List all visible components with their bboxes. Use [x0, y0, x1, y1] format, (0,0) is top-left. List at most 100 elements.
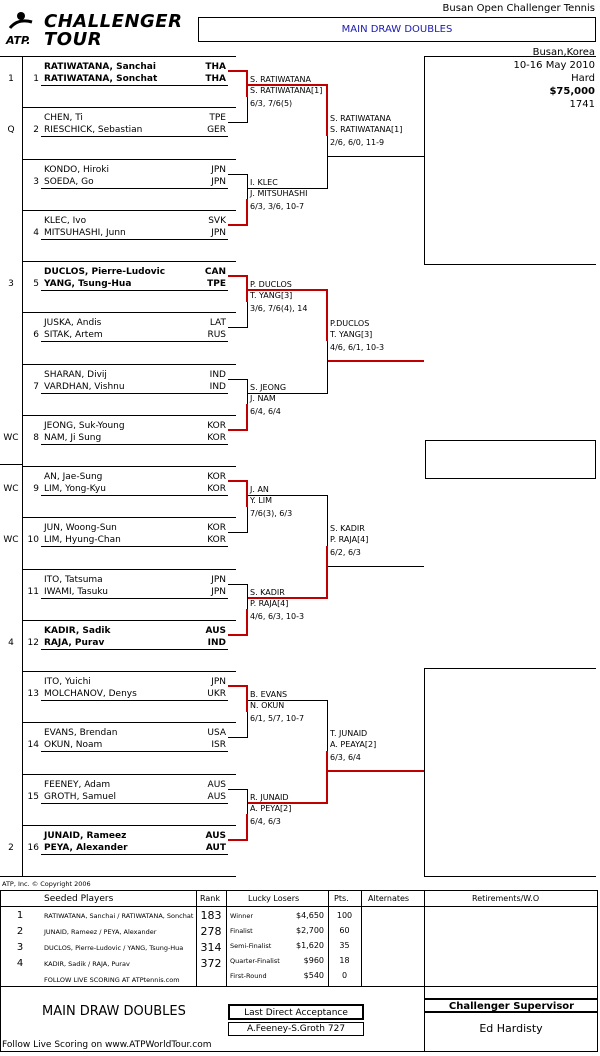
- bracket-line: [228, 532, 248, 534]
- player-country: THA: [205, 74, 226, 84]
- seed-mark: 1: [8, 74, 14, 84]
- player-country: TPE: [209, 113, 226, 124]
- player-name: EVANS, Brendan: [44, 728, 118, 739]
- bracket-line: [247, 276, 248, 328]
- player-name: RATIWATANA, Sanchai: [44, 62, 156, 72]
- winner-line: [246, 404, 248, 430]
- seed-mark: 3: [8, 279, 14, 289]
- prize-round: Semi-Finalist: [230, 942, 272, 950]
- seed-team: RATIWATANA, Sanchai / RATIWATANA, Soncha…: [44, 912, 194, 920]
- seed-team: JUNAID, Rameez / PEYA, Alexander: [44, 928, 157, 936]
- supervisor-header: Challenger Supervisor: [448, 1001, 575, 1012]
- prize-money: $75,000: [549, 86, 595, 97]
- match-score: 6/1, 5/7, 10-7: [250, 714, 305, 723]
- winner-name: I. KLEC: [250, 177, 278, 187]
- winner-line: [228, 428, 248, 431]
- prize-money: $1,620: [296, 941, 324, 950]
- winner-name: J. AN: [250, 485, 269, 494]
- prize-points: 18: [339, 956, 350, 965]
- winner-line: [326, 751, 328, 803]
- match-score: 4/6, 6/3, 10-3: [250, 611, 305, 621]
- player-name: FEENEY, Adam: [44, 779, 111, 790]
- winner-line: [326, 85, 328, 137]
- player-country: TPE: [207, 279, 226, 289]
- bracket-line: [248, 495, 328, 496]
- draw-number: 4: [33, 227, 39, 238]
- draw-label: MAIN DRAW DOUBLES: [42, 1004, 186, 1019]
- player-country: IND: [209, 369, 226, 380]
- row-divider: [22, 107, 236, 109]
- player-country: AUS: [207, 791, 226, 802]
- draw-number: 14: [27, 740, 39, 751]
- bracket-line: [247, 71, 248, 123]
- player-name: MITSUHASHI, Junn: [44, 227, 126, 238]
- winner-name: P. RAJA[4]: [330, 535, 369, 545]
- seed-mark: WC: [3, 484, 19, 494]
- bracket-line: [247, 686, 248, 738]
- bracket-line: [228, 788, 248, 790]
- prize-money: $2,700: [296, 926, 324, 935]
- name-underline: [41, 546, 228, 548]
- bracket-line: [228, 583, 248, 585]
- live-scoring-small: FOLLOW LIVE SCORING AT ATPtennis.com: [44, 976, 180, 984]
- match-score: 3/6, 7/6(4), 14: [250, 304, 308, 313]
- player-country: AUS: [205, 830, 226, 841]
- player-country: JPN: [211, 586, 226, 597]
- draw-number: 3: [33, 176, 39, 187]
- last-direct-value-box: A.Feeney-S.Groth 727: [228, 1022, 364, 1036]
- footer-panel: [0, 890, 598, 1052]
- winner-name: J. NAM: [250, 393, 276, 403]
- champion-box: [425, 440, 596, 479]
- row-divider: [22, 312, 236, 314]
- winner-name: A. PEYA[2]: [250, 803, 292, 813]
- player-country: JPN: [211, 164, 226, 175]
- prize-round: Finalist: [230, 927, 253, 935]
- prize-points: 60: [339, 926, 350, 935]
- winner-name: S. KADIR: [330, 524, 365, 534]
- match-score: 2/6, 6/0, 11-9: [330, 138, 385, 148]
- player-name: DUCLOS, Pierre-Ludovic: [44, 267, 166, 277]
- bracket-line: [327, 495, 328, 598]
- supervisor-header-box: Challenger Supervisor: [424, 998, 598, 1013]
- last-direct-value: A.Feeney-S.Groth 727: [246, 1024, 346, 1034]
- player-name: JUNAID, Rameez: [44, 830, 127, 841]
- winner-name: A. PEAYA[2]: [330, 740, 377, 750]
- draw-number: 15: [27, 791, 39, 802]
- winner-line: [228, 838, 248, 841]
- location: Busan,Korea: [532, 47, 595, 58]
- player-name: VARDHAN, Vishnu: [44, 381, 125, 392]
- winner-name: T. YANG[3]: [330, 330, 373, 340]
- row-divider: [22, 568, 236, 570]
- player-name: LIM, Yong-Kyu: [44, 484, 106, 494]
- player-name: KADIR, Sadik: [44, 625, 111, 636]
- name-underline: [41, 853, 228, 855]
- player-country: AUT: [205, 842, 226, 853]
- prize-round: Winner: [230, 912, 254, 920]
- winner-name: Y. LIM: [250, 496, 273, 505]
- player-country: KOR: [207, 472, 226, 482]
- player-name: RAJA, Purav: [44, 637, 105, 648]
- player-name: LIM, Hyung-Chan: [44, 535, 121, 546]
- retirements-header: Retirements/W.O: [472, 894, 540, 903]
- player-name: ITO, Tatsuma: [44, 574, 103, 585]
- draw-number: 16: [27, 842, 39, 853]
- player-country: AUS: [205, 625, 226, 636]
- winner-line: [248, 289, 328, 291]
- winner-line: [248, 84, 328, 86]
- name-underline: [41, 802, 228, 804]
- winner-name: R. JUNAID: [250, 792, 289, 802]
- prize-round: Quarter-Finalist: [230, 957, 280, 965]
- prize-money: $540: [303, 971, 324, 980]
- row-divider: [22, 517, 236, 519]
- player-name: ITO, Yuichi: [44, 677, 91, 687]
- player-country: ISR: [211, 740, 226, 751]
- player-country: KOR: [207, 535, 226, 546]
- draw-number: 2: [33, 125, 39, 136]
- rank-header: Rank: [200, 894, 220, 903]
- row-divider: [22, 209, 236, 211]
- bracket-line: [228, 327, 248, 329]
- seed-number: 4: [16, 958, 24, 969]
- player-name: NAM, Ji Sung: [44, 432, 102, 443]
- winner-name: S. RATIWATANA[1]: [250, 86, 323, 95]
- bracket-line: [248, 187, 328, 189]
